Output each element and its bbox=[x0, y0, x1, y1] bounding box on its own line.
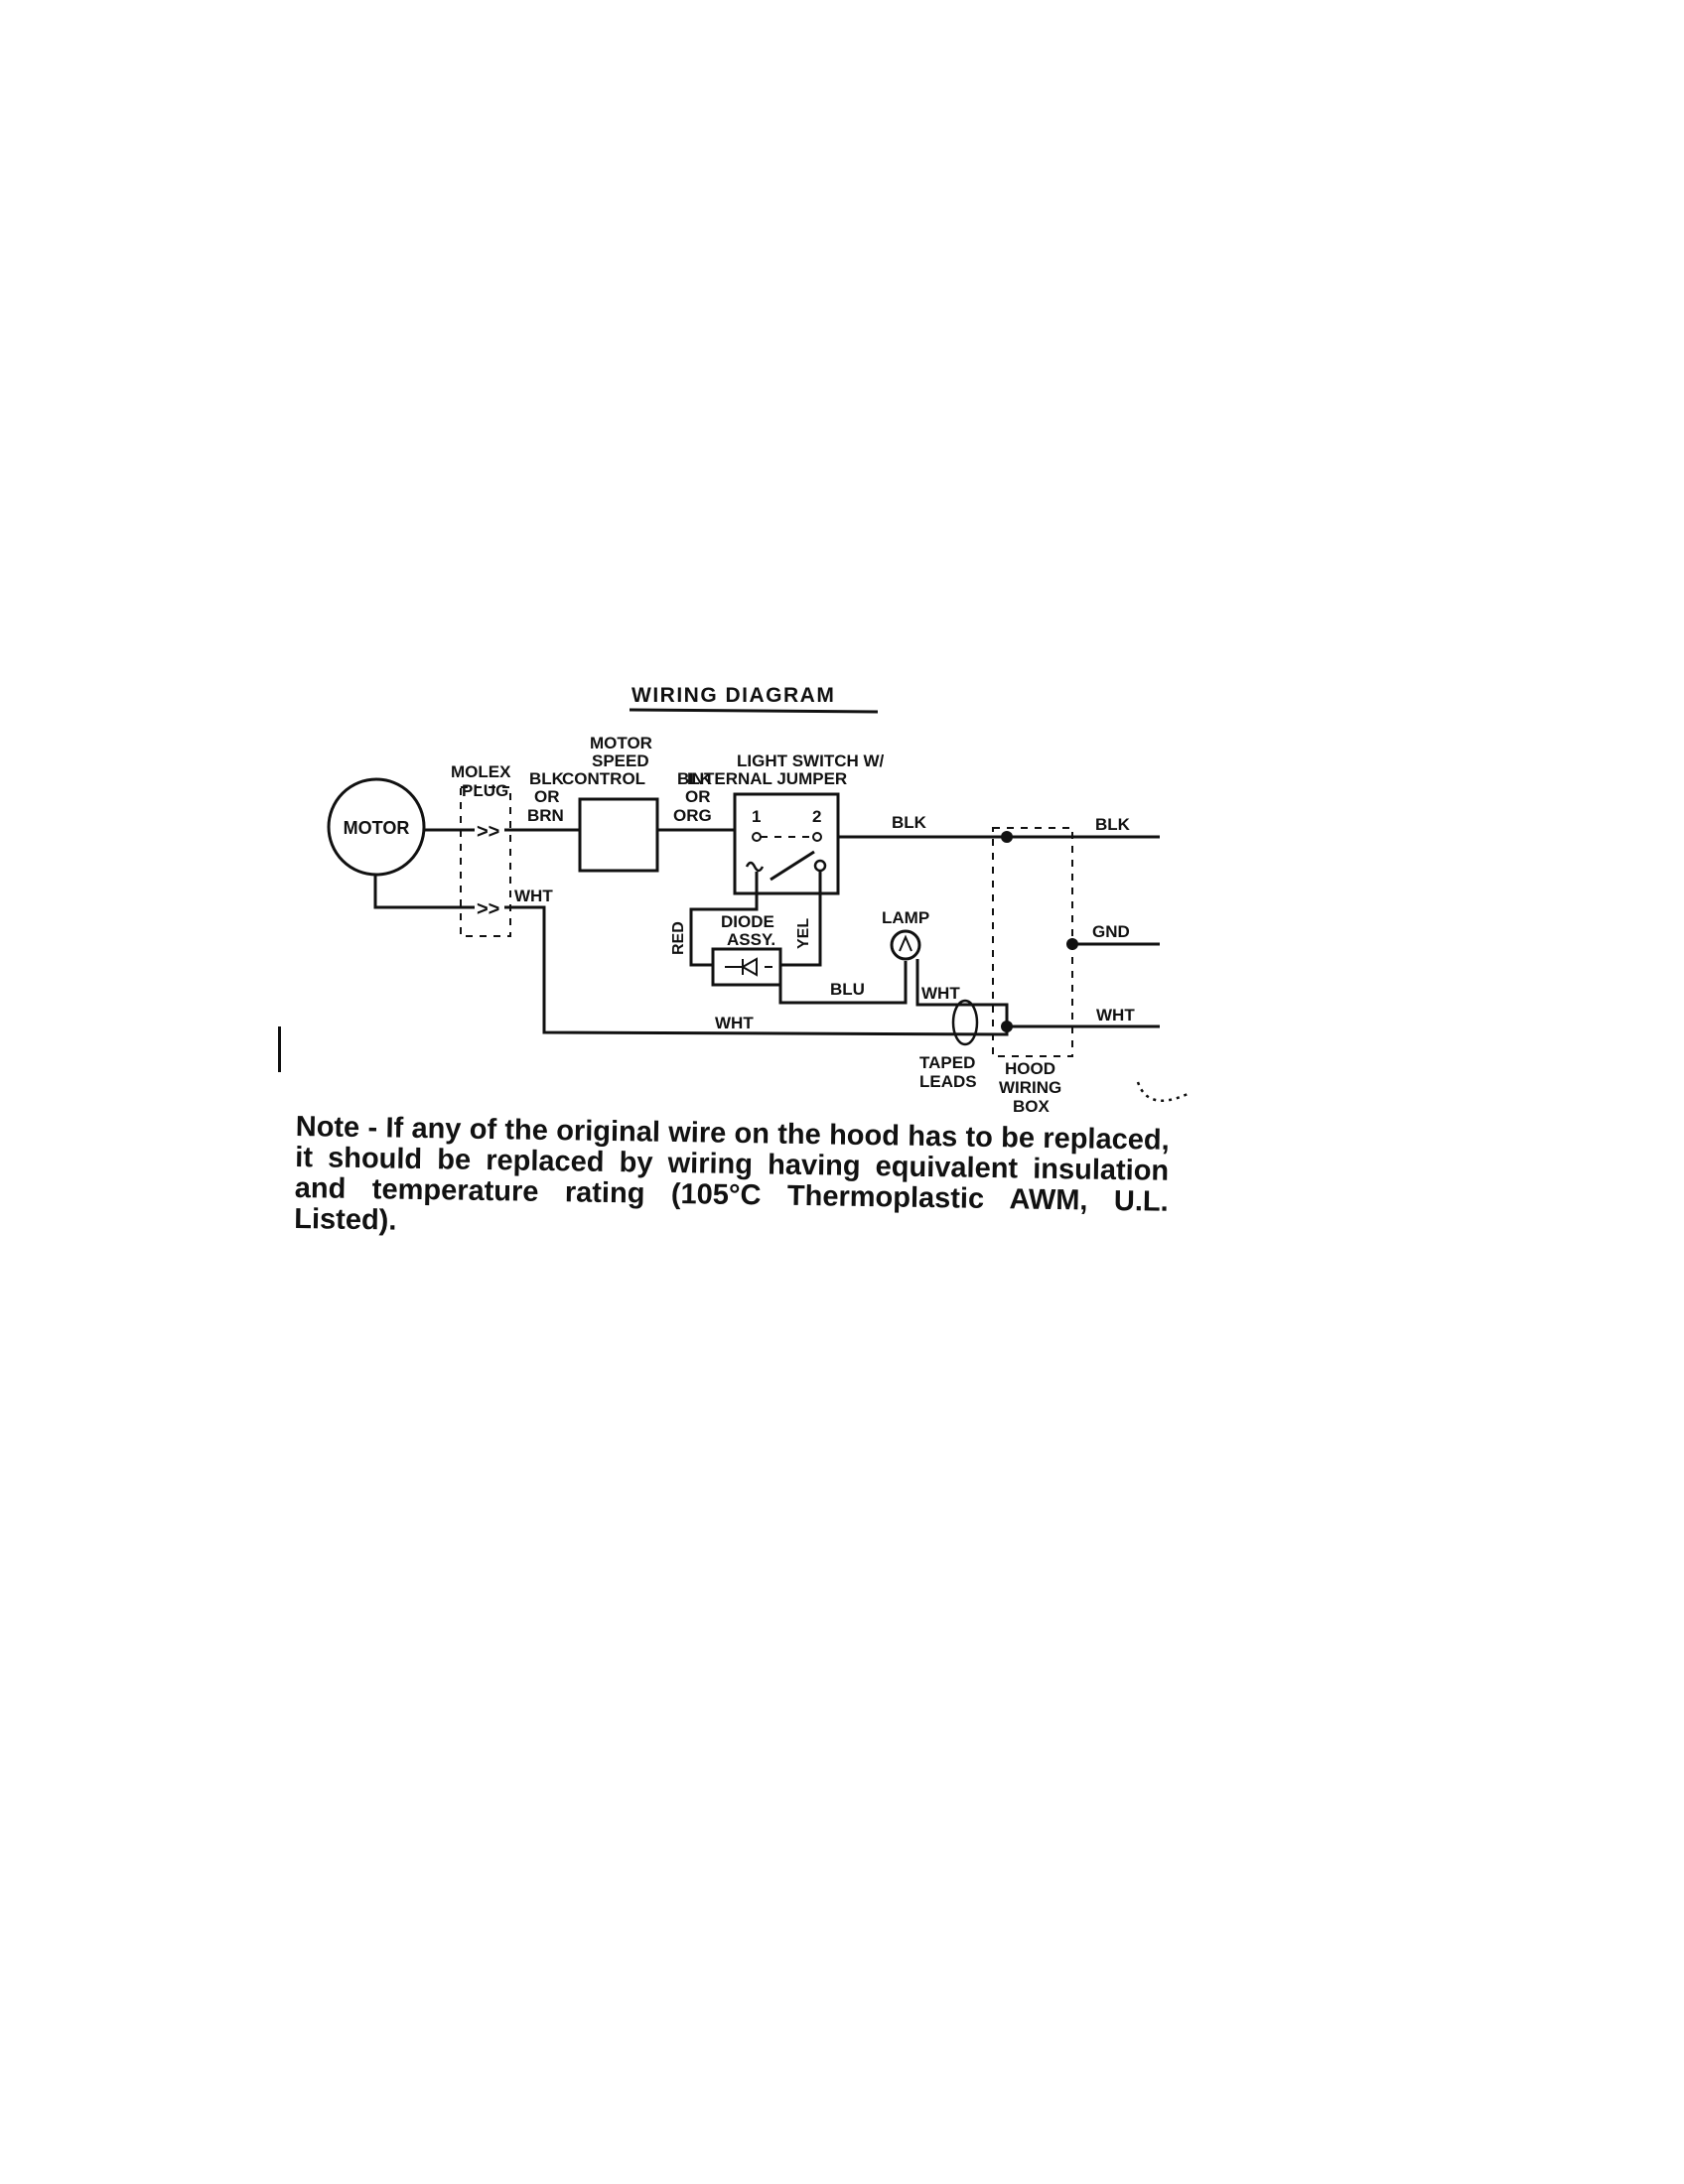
light-switch-box bbox=[733, 792, 840, 895]
wire-label-wht-motor: WHT bbox=[514, 887, 553, 905]
replacement-wire-note: Note - If any of the original wire on th… bbox=[294, 1111, 1170, 1237]
molex-connector-bottom: >> bbox=[477, 898, 499, 920]
wire-label-blk-2: BLK bbox=[677, 769, 713, 788]
switch-lever bbox=[770, 850, 815, 882]
wire-wht-bottom bbox=[504, 905, 1009, 1036]
diagram-title: WIRING DIAGRAM bbox=[632, 684, 835, 707]
wire-label-yel: YEL bbox=[795, 918, 812, 949]
motor-speed-control-box bbox=[578, 797, 659, 873]
switch-contact-1 bbox=[752, 832, 762, 842]
title-underline bbox=[629, 708, 879, 714]
wire-label-or-1: OR bbox=[534, 787, 560, 806]
wire-label-blk-3: BLK bbox=[892, 813, 927, 832]
hood-box-label-1: HOOD bbox=[1005, 1059, 1055, 1078]
switch-contact-2 bbox=[812, 832, 822, 842]
hood-box-label-3: BOX bbox=[1013, 1097, 1051, 1116]
wire-label-wht-bottom: WHT bbox=[715, 1014, 754, 1032]
scan-mark bbox=[1136, 1081, 1189, 1102]
wire-blu bbox=[778, 961, 908, 1005]
diode-symbol bbox=[725, 957, 772, 977]
wire-label-blu: BLU bbox=[830, 980, 865, 999]
lamp-symbol bbox=[890, 929, 921, 961]
wire-wht-lamp bbox=[915, 959, 1009, 1026]
wire-red bbox=[689, 872, 759, 967]
wire-label-wht-lamp: WHT bbox=[921, 984, 960, 1003]
hood-box-label-2: WIRING bbox=[999, 1078, 1061, 1097]
wire-yel bbox=[780, 872, 822, 967]
taped-leads-symbol bbox=[951, 999, 979, 1046]
speed-control-label-2: SPEED bbox=[592, 751, 649, 770]
lamp-label: LAMP bbox=[882, 908, 929, 927]
wire-label-org: ORG bbox=[673, 806, 712, 825]
wire-label-blk-1: BLK bbox=[529, 769, 565, 788]
speed-control-label-3: CONTROL bbox=[562, 769, 645, 788]
scan-margin-mark bbox=[278, 1026, 281, 1072]
light-switch-label-1: LIGHT SWITCH W/ bbox=[737, 751, 885, 770]
wire-label-brn: BRN bbox=[527, 806, 564, 825]
switch-terminal-2: 2 bbox=[812, 807, 821, 826]
switch-contact-right bbox=[813, 859, 827, 873]
wire-label-red: RED bbox=[670, 921, 687, 955]
switch-contact-left bbox=[745, 861, 765, 873]
lamp-filament bbox=[899, 934, 912, 952]
molex-connector-top: >> bbox=[477, 821, 499, 843]
switch-terminal-1: 1 bbox=[752, 807, 761, 826]
light-switch-label-2: INTERNAL JUMPER bbox=[687, 769, 847, 788]
wire-label-gnd: GND bbox=[1092, 922, 1130, 941]
speed-control-label-1: MOTOR bbox=[590, 734, 652, 752]
molex-plug-box bbox=[460, 786, 511, 937]
taped-leads-label-1: TAPED bbox=[919, 1053, 975, 1072]
wire-motor-wht bbox=[373, 875, 475, 909]
hood-wiring-box bbox=[992, 827, 1073, 1057]
motor-label: MOTOR bbox=[344, 818, 410, 838]
wire-label-or-2: OR bbox=[685, 787, 711, 806]
molex-label-1: MOLEX bbox=[451, 762, 511, 781]
molex-label-2: PLUG bbox=[462, 781, 508, 800]
diode-label-1: DIODE bbox=[721, 912, 774, 931]
taped-leads-label-2: LEADS bbox=[919, 1072, 977, 1091]
wire-label-wht-out: WHT bbox=[1096, 1006, 1135, 1024]
wire-label-blk-out: BLK bbox=[1095, 815, 1131, 834]
diode-label-2: ASSY. bbox=[727, 930, 775, 949]
